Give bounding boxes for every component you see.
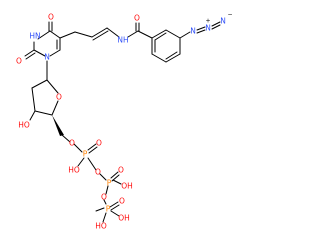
allyl-linker (59, 27, 120, 41)
alpha-hydroxyl: HO (68, 166, 80, 175)
phosphorus-beta: P (107, 179, 112, 188)
gamma-hydroxyl-bottom: HO (95, 222, 107, 231)
azide-minus-charge: − (227, 12, 232, 19)
molecule-diagram: O HN O N NH O N N + N − O HO O P O HO O … (16, 12, 232, 231)
alpha-phosphoryl-oxygen: O (96, 139, 102, 148)
carbonyl-oxygen-c4: O (48, 13, 54, 22)
beta-phosphoryl-oxygen: O (118, 166, 124, 175)
imide-nitrogen-n3: HN (29, 32, 40, 41)
beta-hydroxyl: OH (121, 182, 133, 191)
hydroxyl-3-prime: HO (18, 121, 30, 130)
azide-nitrogen-1: N (190, 27, 196, 36)
phosphorus-gamma: P (106, 205, 111, 214)
structure-svg: O HN O N NH O N N + N − O HO O P O HO O … (16, 12, 232, 231)
azide-nitrogen-3: N (220, 17, 226, 26)
azide-plus-charge: + (205, 18, 210, 25)
bridge-oxygen-1: O (95, 168, 101, 177)
uracil-ring (24, 21, 61, 60)
amide-oxygen: O (134, 14, 140, 23)
azide-nitrogen-2: N (205, 24, 211, 33)
triphosphate (73, 143, 122, 223)
deoxyribose-ring (29, 60, 71, 143)
gamma-hydroxyl-right: OH (118, 214, 130, 223)
ring-nitrogen-n1: N (44, 53, 50, 62)
amide-nitrogen: NH (117, 36, 128, 45)
gamma-phosphoryl-oxygen: O (119, 197, 125, 206)
bridge-oxygen-2: O (101, 193, 107, 202)
phosphorus-alpha: P (83, 150, 88, 159)
oxygen-5-prime: O (69, 139, 75, 148)
carbonyl-oxygen-c2: O (16, 57, 22, 66)
furanose-ring-oxygen: O (56, 93, 62, 102)
azidobenzamide (127, 21, 221, 63)
